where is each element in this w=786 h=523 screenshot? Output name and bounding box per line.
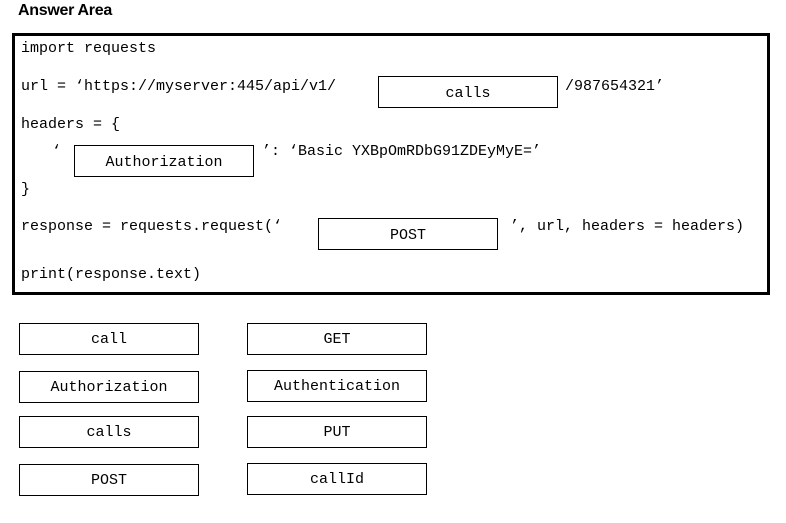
option-tile-calls[interactable]: calls — [19, 416, 199, 448]
option-tile-authorization[interactable]: Authorization — [19, 371, 199, 403]
code-line-url-suffix: /987654321’ — [565, 78, 665, 95]
method-drop-slot[interactable]: POST — [318, 218, 498, 250]
option-tile-put[interactable]: PUT — [247, 416, 427, 448]
option-tile-callid[interactable]: callId — [247, 463, 427, 495]
code-line-headers-open: headers = { — [21, 116, 121, 133]
option-tile-post[interactable]: POST — [19, 464, 199, 496]
option-tile-call[interactable]: call — [19, 323, 199, 355]
answer-area-title: Answer Area — [18, 2, 112, 19]
answer-area-box — [12, 33, 770, 295]
code-line-request-prefix: response = requests.request(‘ — [21, 218, 283, 235]
code-line-url-prefix: url = ‘https://myserver:445/api/v1/ — [21, 78, 337, 95]
option-tile-get[interactable]: GET — [247, 323, 427, 355]
url-drop-slot[interactable]: calls — [378, 76, 558, 108]
code-line-headers-close: } — [21, 181, 31, 198]
code-line-header-key-open: ‘ — [52, 143, 62, 160]
option-tile-authentication[interactable]: Authentication — [247, 370, 427, 402]
code-line-print: print(response.text) — [21, 266, 202, 283]
header-drop-slot[interactable]: Authorization — [74, 145, 254, 177]
code-line-import: import requests — [21, 40, 157, 57]
code-line-request-suffix: ’, url, headers = headers) — [510, 218, 745, 235]
code-line-header-value: ’: ‘Basic YXBpOmRDbG91ZDEyMyE=’ — [262, 143, 542, 160]
